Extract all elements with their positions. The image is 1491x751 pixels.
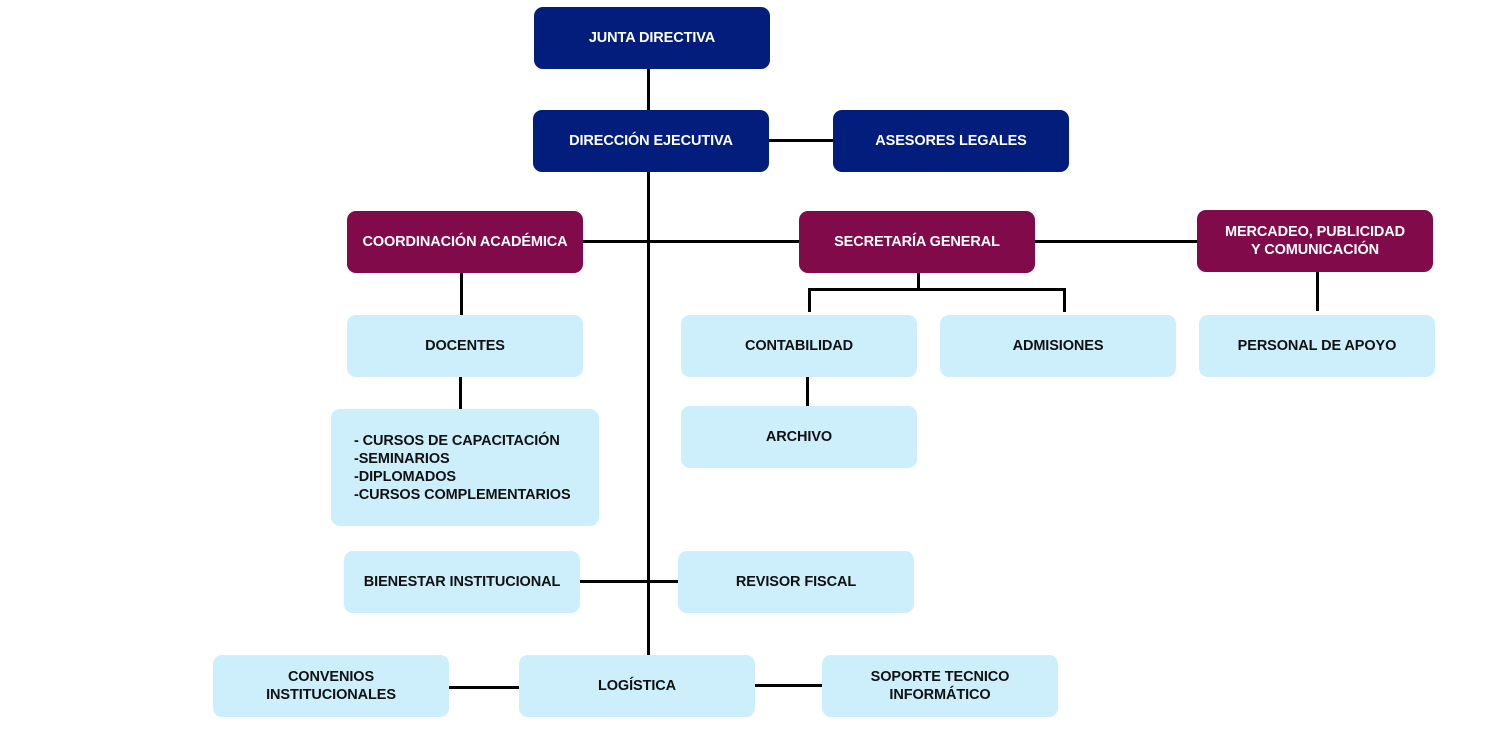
- node-bienestar-institucional: BIENESTAR INSTITUCIONAL: [344, 551, 580, 613]
- connector-direccion-asesores: [768, 139, 834, 142]
- node-logistica: LOGÍSTICA: [519, 655, 755, 717]
- connector-to-admisiones: [1063, 288, 1066, 312]
- connector-coord-docentes: [460, 272, 463, 316]
- node-convenios-institucionales: CONVENIOS INSTITUCIONALES: [213, 655, 449, 717]
- node-archivo: ARCHIVO: [681, 406, 917, 468]
- node-junta-directiva: JUNTA DIRECTIVA: [534, 7, 770, 69]
- node-programas-list: - CURSOS DE CAPACITACIÓN -SEMINARIOS -DI…: [331, 409, 599, 526]
- node-mercadeo-publicidad-comunicacion: MERCADEO, PUBLICIDAD Y COMUNICACIÓN: [1197, 210, 1433, 272]
- node-personal-de-apoyo: PERSONAL DE APOYO: [1199, 315, 1435, 377]
- connector-logistica-soporte: [754, 684, 823, 687]
- node-secretaria-general: SECRETARÍA GENERAL: [799, 211, 1035, 273]
- node-contabilidad: CONTABILIDAD: [681, 315, 917, 377]
- node-revisor-fiscal: REVISOR FISCAL: [678, 551, 914, 613]
- connector-contabilidad-archivo: [806, 376, 809, 406]
- node-direccion-ejecutiva: DIRECCIÓN EJECUTIVA: [533, 110, 769, 172]
- node-soporte-tecnico-informatico: SOPORTE TECNICO INFORMÁTICO: [822, 655, 1058, 717]
- node-admisiones: ADMISIONES: [940, 315, 1176, 377]
- connector-bienestar-revisor: [579, 580, 679, 583]
- connector-convenios-logistica: [448, 686, 520, 689]
- connector-docentes-programas: [459, 376, 462, 409]
- node-coordinacion-academica: COORDINACIÓN ACADÉMICA: [347, 211, 583, 273]
- node-docentes: DOCENTES: [347, 315, 583, 377]
- connector-mercadeo-personal: [1316, 271, 1319, 311]
- node-asesores-legales: ASESORES LEGALES: [833, 110, 1069, 172]
- connector-secretaria-bar: [808, 288, 1066, 291]
- connector-junta-direccion: [647, 68, 650, 111]
- connector-to-contabilidad: [808, 288, 811, 312]
- connector-secretaria-stem: [917, 272, 920, 290]
- connector-main-trunk: [647, 171, 650, 656]
